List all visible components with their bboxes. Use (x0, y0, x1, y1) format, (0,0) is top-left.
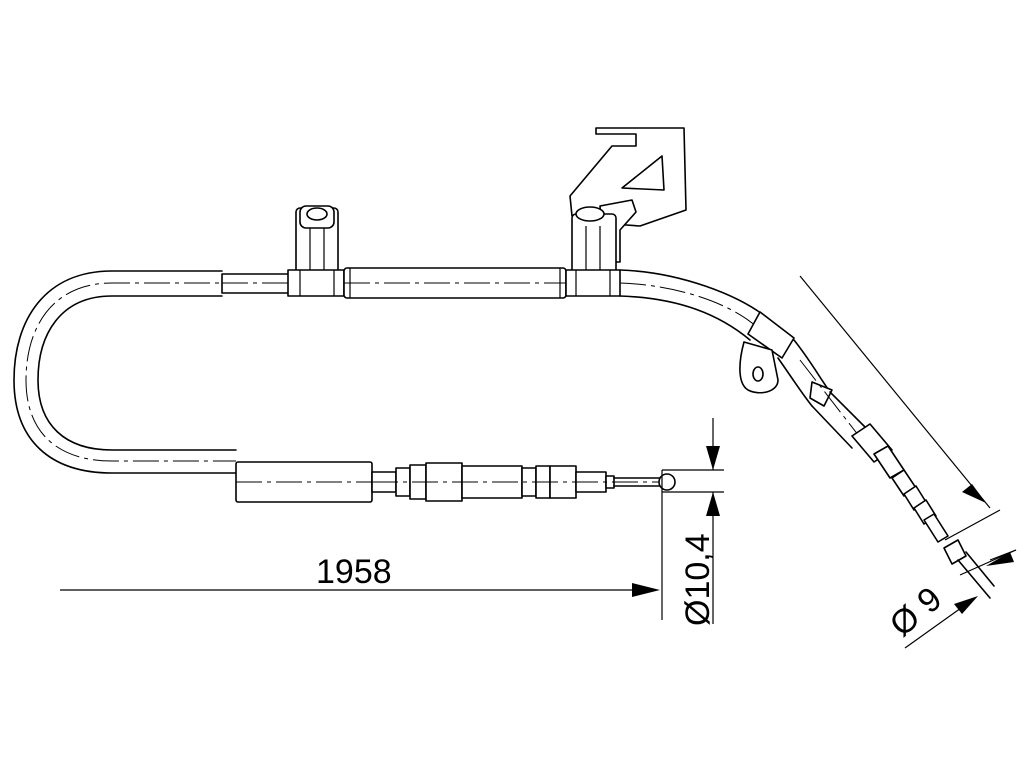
length-dimension (60, 470, 663, 620)
middle-tube (343, 267, 567, 299)
diameter-right-dimension (799, 275, 1017, 649)
diameter-left-label: Ø10,4 (679, 533, 717, 626)
right-clamp (565, 206, 621, 297)
right-cable-run (619, 269, 995, 599)
adjuster-fitting (371, 462, 676, 502)
length-label: 1958 (316, 553, 392, 591)
diameter-right-label: Ø 9 (883, 580, 949, 644)
lower-sleeve (235, 461, 373, 503)
cable-sheath (13, 270, 290, 474)
left-clamp (287, 205, 345, 297)
diameter-left-dimension (662, 418, 724, 624)
cable-inner-section (221, 273, 291, 294)
